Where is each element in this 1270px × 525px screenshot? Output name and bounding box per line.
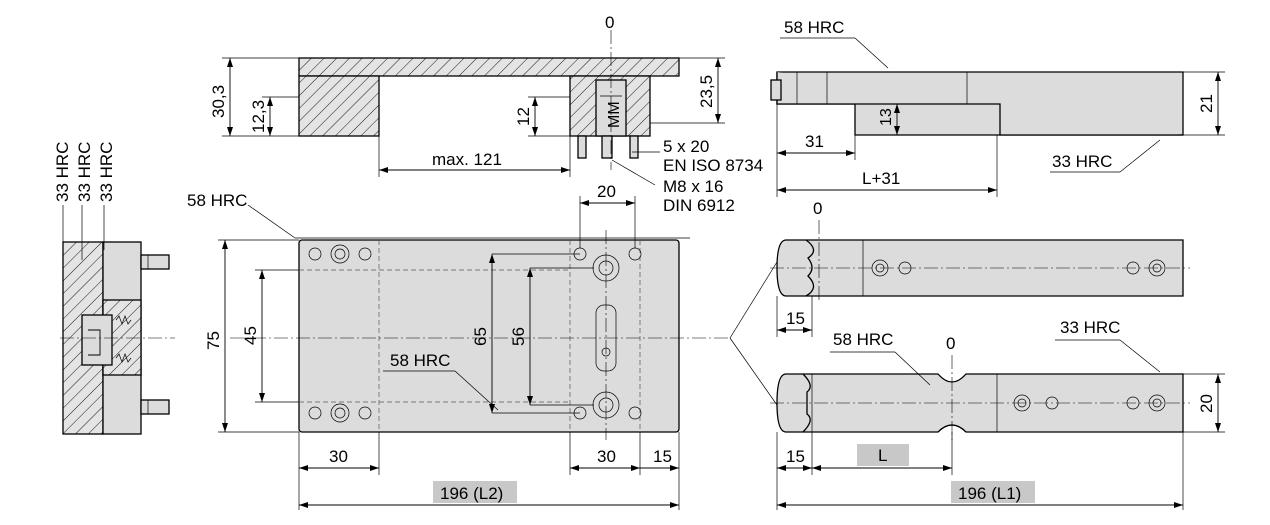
jaw-long-hrc-33: 33 HRC <box>1060 318 1120 337</box>
l1-highlight <box>951 481 1035 503</box>
screw-std-label: DIN 6912 <box>663 196 735 215</box>
dim-30-left: 30 <box>329 447 348 466</box>
side-hrc-label-3: 33 HRC <box>97 142 116 202</box>
dim-21: 21 <box>1197 94 1216 113</box>
dim-L: L <box>878 446 887 465</box>
dim-30-right: 30 <box>597 447 616 466</box>
dim-65: 65 <box>471 327 490 346</box>
jaw-side-view: 58 HRC 33 HRC 21 13 31 L+31 <box>770 18 1225 197</box>
dim-30-3: 30,3 <box>209 85 228 118</box>
side-hrc-label-1: 33 HRC <box>53 142 72 202</box>
dim-23-5: 23,5 <box>697 75 716 108</box>
side-hrc-label-2: 33 HRC <box>75 142 94 202</box>
pin-spec-label: 5 x 20 <box>663 137 709 156</box>
top-elevation-view: MM 0 30,3 12,3 12 23,5 max. 121 5 x 2 <box>209 13 763 215</box>
dim-l-plus-31: L+31 <box>862 169 900 188</box>
dim-56: 56 <box>509 327 528 346</box>
jaw-long-zero: 0 <box>946 334 955 353</box>
dim-31: 31 <box>805 132 824 151</box>
dim-l1: 196 (L1) <box>958 484 1021 503</box>
l2-highlight <box>433 481 517 503</box>
dim-20-top: 20 <box>597 182 616 201</box>
jaw-plan-view-long: 58 HRC 33 HRC 0 20 15 L 196 (L1) <box>770 318 1225 510</box>
dim-max-121: max. 121 <box>432 150 502 169</box>
jaw-hrc-58: 58 HRC <box>784 18 844 37</box>
l-highlight <box>857 444 909 466</box>
dim-20-jaw: 20 <box>1197 394 1216 413</box>
plan-hrc-58-top: 58 HRC <box>187 191 247 210</box>
front-plan-view: 58 HRC 58 HRC 75 45 65 56 20 30 30 15 19… <box>187 182 730 510</box>
dim-12: 12 <box>514 107 533 126</box>
jaw-plan-view: 0 15 <box>770 199 1190 337</box>
jaw-plan-zero: 0 <box>813 199 822 218</box>
dim-12-3: 12,3 <box>249 100 268 133</box>
pin-marking: MM <box>606 101 623 128</box>
pin-std-label: EN ISO 8734 <box>663 156 763 175</box>
plan-hrc-58-mid: 58 HRC <box>390 351 450 370</box>
jaw-hrc-33: 33 HRC <box>1052 152 1112 171</box>
side-section-view: 33 HRC 33 HRC 33 HRC <box>53 142 175 435</box>
dim-13: 13 <box>878 108 895 126</box>
jaw-long-hrc-58: 58 HRC <box>833 330 893 349</box>
dim-45: 45 <box>241 326 260 345</box>
dim-15-jaw-plan: 15 <box>786 309 805 328</box>
dim-15-right: 15 <box>653 447 672 466</box>
dim-75: 75 <box>204 331 223 350</box>
top-zero-label: 0 <box>605 13 614 32</box>
dim-l2: 196 (L2) <box>440 484 503 503</box>
screw-spec-label: M8 x 16 <box>663 177 723 196</box>
dim-15-jaw-long: 15 <box>786 447 805 466</box>
